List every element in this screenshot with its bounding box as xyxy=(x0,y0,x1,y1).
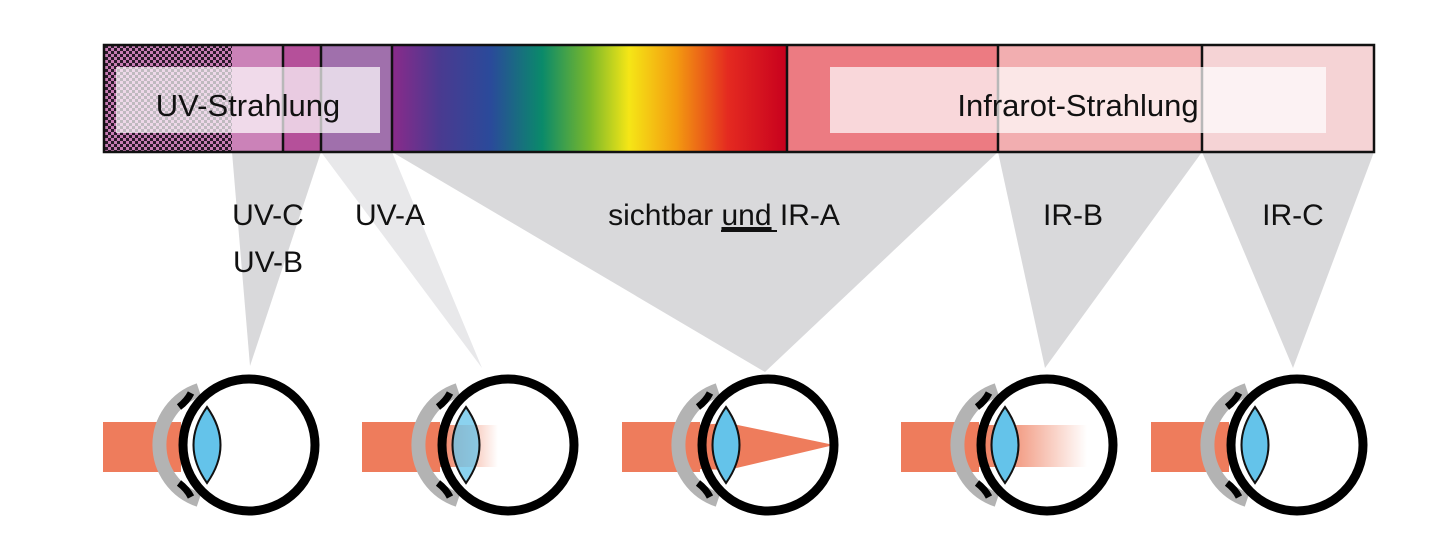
iris-bottom xyxy=(695,480,714,499)
iris-top xyxy=(974,391,993,410)
eyeball xyxy=(976,374,1118,516)
funnel-irb xyxy=(998,152,1202,368)
iris-top xyxy=(176,391,195,410)
label-ira: IR-A xyxy=(772,199,840,232)
eye-3 xyxy=(622,374,839,516)
uv-label-box xyxy=(116,67,380,133)
label-und: und xyxy=(721,199,771,232)
eye-4 xyxy=(901,374,1118,516)
iris-top xyxy=(1224,391,1243,410)
funnel-uvc-uvb xyxy=(232,152,321,366)
label-visible-ira: sichtbar und IR-A xyxy=(608,199,840,232)
lens xyxy=(451,405,481,485)
label-uvc: UV-C xyxy=(232,199,304,232)
cornea xyxy=(671,383,721,507)
lens xyxy=(711,405,741,485)
funnel-uva xyxy=(321,152,482,368)
spectrum-bar: UV-Strahlung Infrarot-Strahlung xyxy=(102,43,1376,154)
label-uvb: UV-B xyxy=(233,246,303,279)
ir-label: Infrarot-Strahlung xyxy=(957,88,1198,123)
cornea xyxy=(950,383,1000,507)
iris-bottom xyxy=(1224,480,1243,499)
funnels xyxy=(232,152,1374,372)
label-uva: UV-A xyxy=(355,199,425,232)
funnel-irc xyxy=(1202,152,1374,368)
lens xyxy=(990,405,1020,485)
iris-bottom xyxy=(974,480,993,499)
funnel-visible-ira xyxy=(392,152,998,372)
iris-top xyxy=(435,391,454,410)
iris-bottom xyxy=(435,480,454,499)
eye-5 xyxy=(1151,374,1368,516)
lens xyxy=(1240,405,1270,485)
label-visible: sichtbar xyxy=(608,199,721,232)
ir-label-box xyxy=(830,67,1326,133)
label-irb: IR-B xyxy=(1043,199,1103,232)
label-irc: IR-C xyxy=(1262,199,1324,232)
cornea xyxy=(152,383,202,507)
eyeball xyxy=(437,374,579,516)
cornea xyxy=(1200,383,1250,507)
eyeball xyxy=(697,374,839,516)
uv-label: UV-Strahlung xyxy=(156,88,340,123)
iris-top xyxy=(695,391,714,410)
segment-visible xyxy=(392,45,787,152)
eyeball xyxy=(1226,374,1368,516)
iris-bottom xyxy=(176,480,195,499)
cornea xyxy=(411,383,461,507)
eye-2 xyxy=(362,374,579,516)
eyeball xyxy=(178,374,320,516)
eyes xyxy=(103,374,1368,516)
lens xyxy=(192,405,222,485)
eye-1 xyxy=(103,374,320,516)
